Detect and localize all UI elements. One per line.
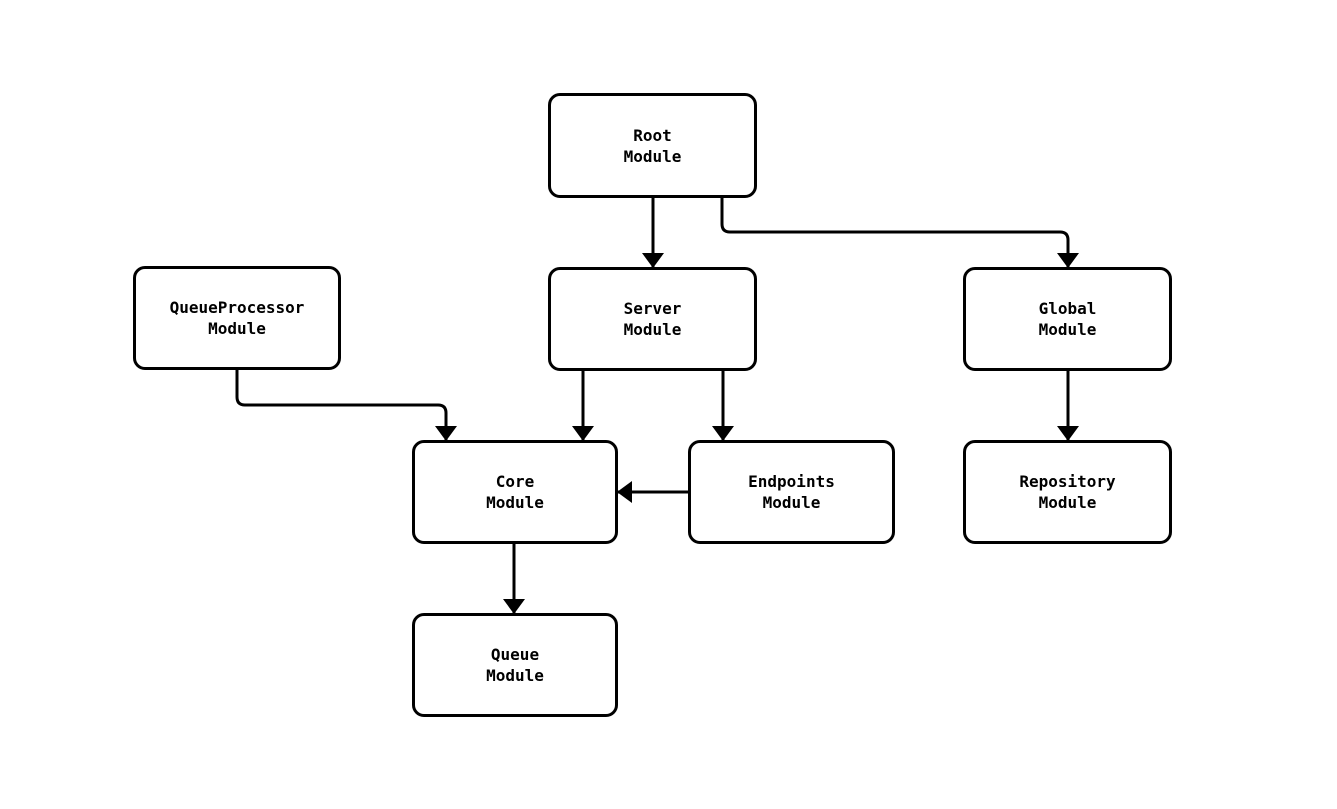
node-root-module: Root Module <box>548 93 757 198</box>
node-label: Repository Module <box>1019 472 1116 512</box>
node-queue-module: Queue Module <box>412 613 618 717</box>
edge-queueprocessor-to-core <box>235 370 457 441</box>
node-queueprocessor-module: QueueProcessor Module <box>133 266 341 370</box>
node-label: Core Module <box>486 472 544 512</box>
node-global-module: Global Module <box>963 267 1172 371</box>
node-endpoints-module: Endpoints Module <box>688 440 895 544</box>
edge-root-to-global <box>720 198 1079 268</box>
node-label: Endpoints Module <box>748 472 835 512</box>
node-repository-module: Repository Module <box>963 440 1172 544</box>
node-label: Root Module <box>623 125 682 166</box>
node-label: Queue Module <box>486 645 544 685</box>
node-label: QueueProcessor Module <box>169 298 305 338</box>
node-server-module: Server Module <box>548 267 757 371</box>
node-core-module: Core Module <box>412 440 618 544</box>
node-label: Server Module <box>623 299 682 339</box>
node-label: Global Module <box>1038 299 1097 339</box>
